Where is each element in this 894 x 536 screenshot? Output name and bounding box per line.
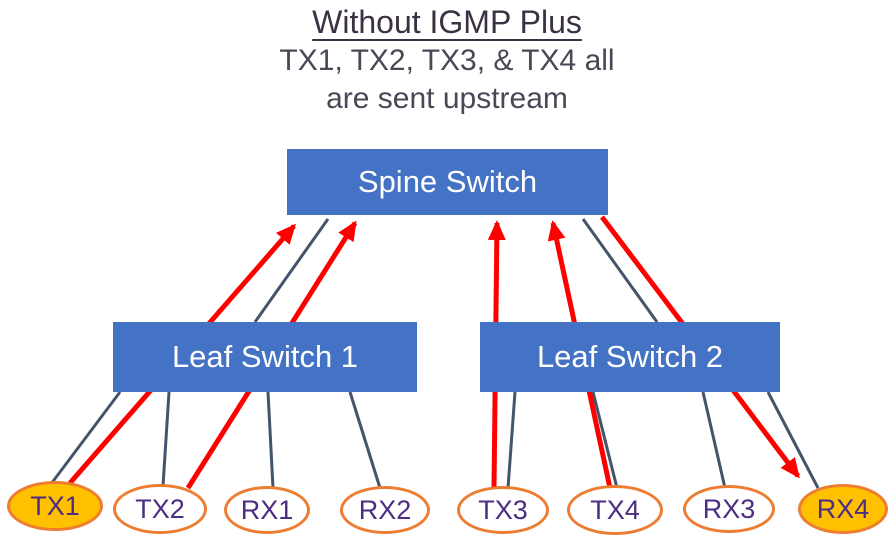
diagram-subtitle-line2: are sent upstream — [326, 82, 568, 115]
host-tx2-node: TX2 — [113, 484, 207, 534]
host-rx4-node: RX4 — [798, 484, 888, 534]
host-tx1-node: TX1 — [7, 481, 103, 531]
link-leaf-switch-2 — [581, 218, 659, 323]
link-rx1 — [266, 391, 275, 489]
host-tx4-node: TX4 — [567, 485, 663, 535]
host-rx2-node: RX2 — [340, 486, 430, 534]
link-rx4 — [766, 391, 820, 489]
link-tx1 — [49, 391, 122, 485]
link-tx4 — [591, 391, 619, 489]
host-tx3-node: TX3 — [457, 486, 549, 534]
host-rx1-node: RX1 — [224, 486, 310, 534]
diagram-subtitle-line1: TX1, TX2, TX3, & TX4 all — [279, 44, 615, 77]
link-rx3 — [701, 391, 727, 489]
links-layer — [49, 218, 820, 489]
link-rx2 — [348, 391, 382, 489]
link-tx3 — [506, 391, 517, 489]
host-rx3-node: RX3 — [683, 485, 775, 533]
diagram-title: Without IGMP Plus — [312, 4, 582, 40]
spine-switch-node: Spine Switch — [287, 149, 608, 215]
link-tx2 — [161, 391, 171, 487]
header: Without IGMP Plus TX1, TX2, TX3, & TX4 a… — [0, 2, 894, 118]
link-leaf-switch-1 — [253, 218, 330, 323]
leaf1-switch-node: Leaf Switch 1 — [113, 322, 417, 392]
leaf2-switch-node: Leaf Switch 2 — [480, 322, 780, 392]
